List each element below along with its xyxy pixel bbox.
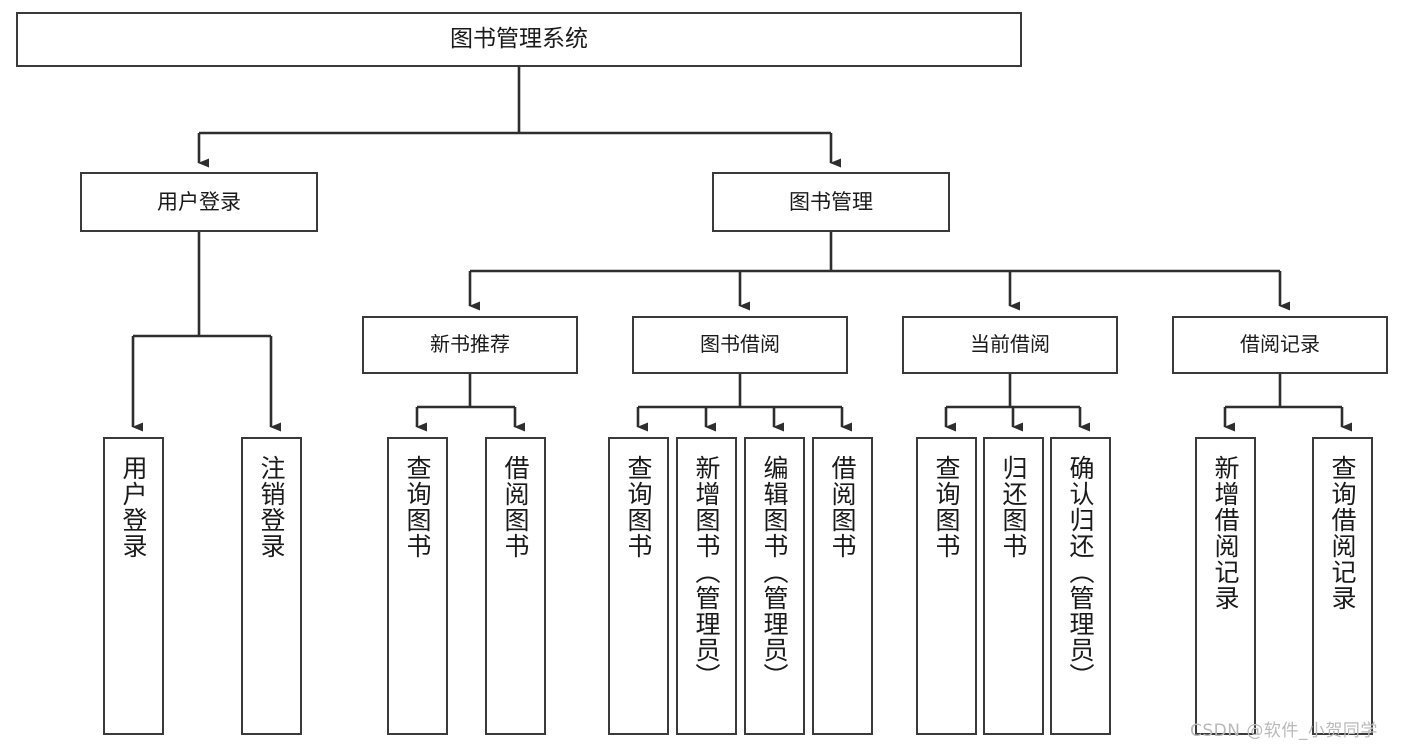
node-label: 新增图书（管理员） [692, 455, 721, 689]
node-label: 查询图书 [624, 455, 653, 559]
node-label: 编辑图书（管理员） [760, 455, 789, 689]
leaf-borrow-record-query-record[interactable]: 查询借阅记录 [1312, 437, 1373, 735]
node-label: 查询图书 [932, 455, 961, 559]
leaf-book-borrow-borrow-book[interactable]: 借阅图书 [812, 437, 873, 735]
leaf-current-borrow-query-book[interactable]: 查询图书 [916, 437, 977, 735]
node-label: 借阅记录 [1240, 332, 1320, 357]
leaf-current-borrow-confirm-return-admin[interactable]: 确认归还（管理员） [1050, 437, 1111, 735]
node-label: 图书借阅 [700, 332, 780, 357]
node-user-login[interactable]: 用户登录 [80, 172, 318, 232]
node-current-borrow[interactable]: 当前借阅 [902, 316, 1118, 374]
node-borrow-record[interactable]: 借阅记录 [1172, 316, 1388, 374]
leaf-book-borrow-query-book[interactable]: 查询图书 [608, 437, 669, 735]
leaf-book-borrow-edit-book-admin[interactable]: 编辑图书（管理员） [744, 437, 805, 735]
node-label: 用户登录 [119, 455, 148, 559]
node-label: 新增借阅记录 [1211, 455, 1240, 611]
node-new-book-recommend[interactable]: 新书推荐 [362, 316, 578, 374]
node-label: 注销登录 [257, 455, 286, 559]
node-root-book-management-system[interactable]: 图书管理系统 [16, 12, 1022, 67]
leaf-current-borrow-return-book[interactable]: 归还图书 [983, 437, 1044, 735]
leaf-user-login-signin[interactable]: 用户登录 [103, 437, 164, 735]
node-label: 借阅图书 [501, 455, 530, 559]
node-label: 借阅图书 [828, 455, 857, 559]
leaf-new-book-query-book[interactable]: 查询图书 [387, 437, 448, 735]
csdn-watermark: CSDN @软件_小贺同学 [1190, 721, 1378, 741]
node-label: 查询图书 [403, 455, 432, 559]
node-label: 图书管理 [789, 189, 873, 214]
node-label: 新书推荐 [430, 332, 510, 357]
node-label: 图书管理系统 [450, 25, 588, 52]
node-book-borrow[interactable]: 图书借阅 [632, 316, 848, 374]
leaf-user-login-signout[interactable]: 注销登录 [241, 437, 302, 735]
node-label: 查询借阅记录 [1328, 455, 1357, 611]
node-label: 用户登录 [157, 189, 241, 214]
leaf-new-book-borrow-book[interactable]: 借阅图书 [485, 437, 546, 735]
node-label: 确认归还（管理员） [1066, 455, 1095, 689]
leaf-book-borrow-add-book-admin[interactable]: 新增图书（管理员） [676, 437, 737, 735]
node-book-management[interactable]: 图书管理 [712, 172, 950, 232]
node-label: 归还图书 [999, 455, 1028, 559]
leaf-borrow-record-add-record[interactable]: 新增借阅记录 [1195, 437, 1256, 735]
node-label: 当前借阅 [970, 332, 1050, 357]
